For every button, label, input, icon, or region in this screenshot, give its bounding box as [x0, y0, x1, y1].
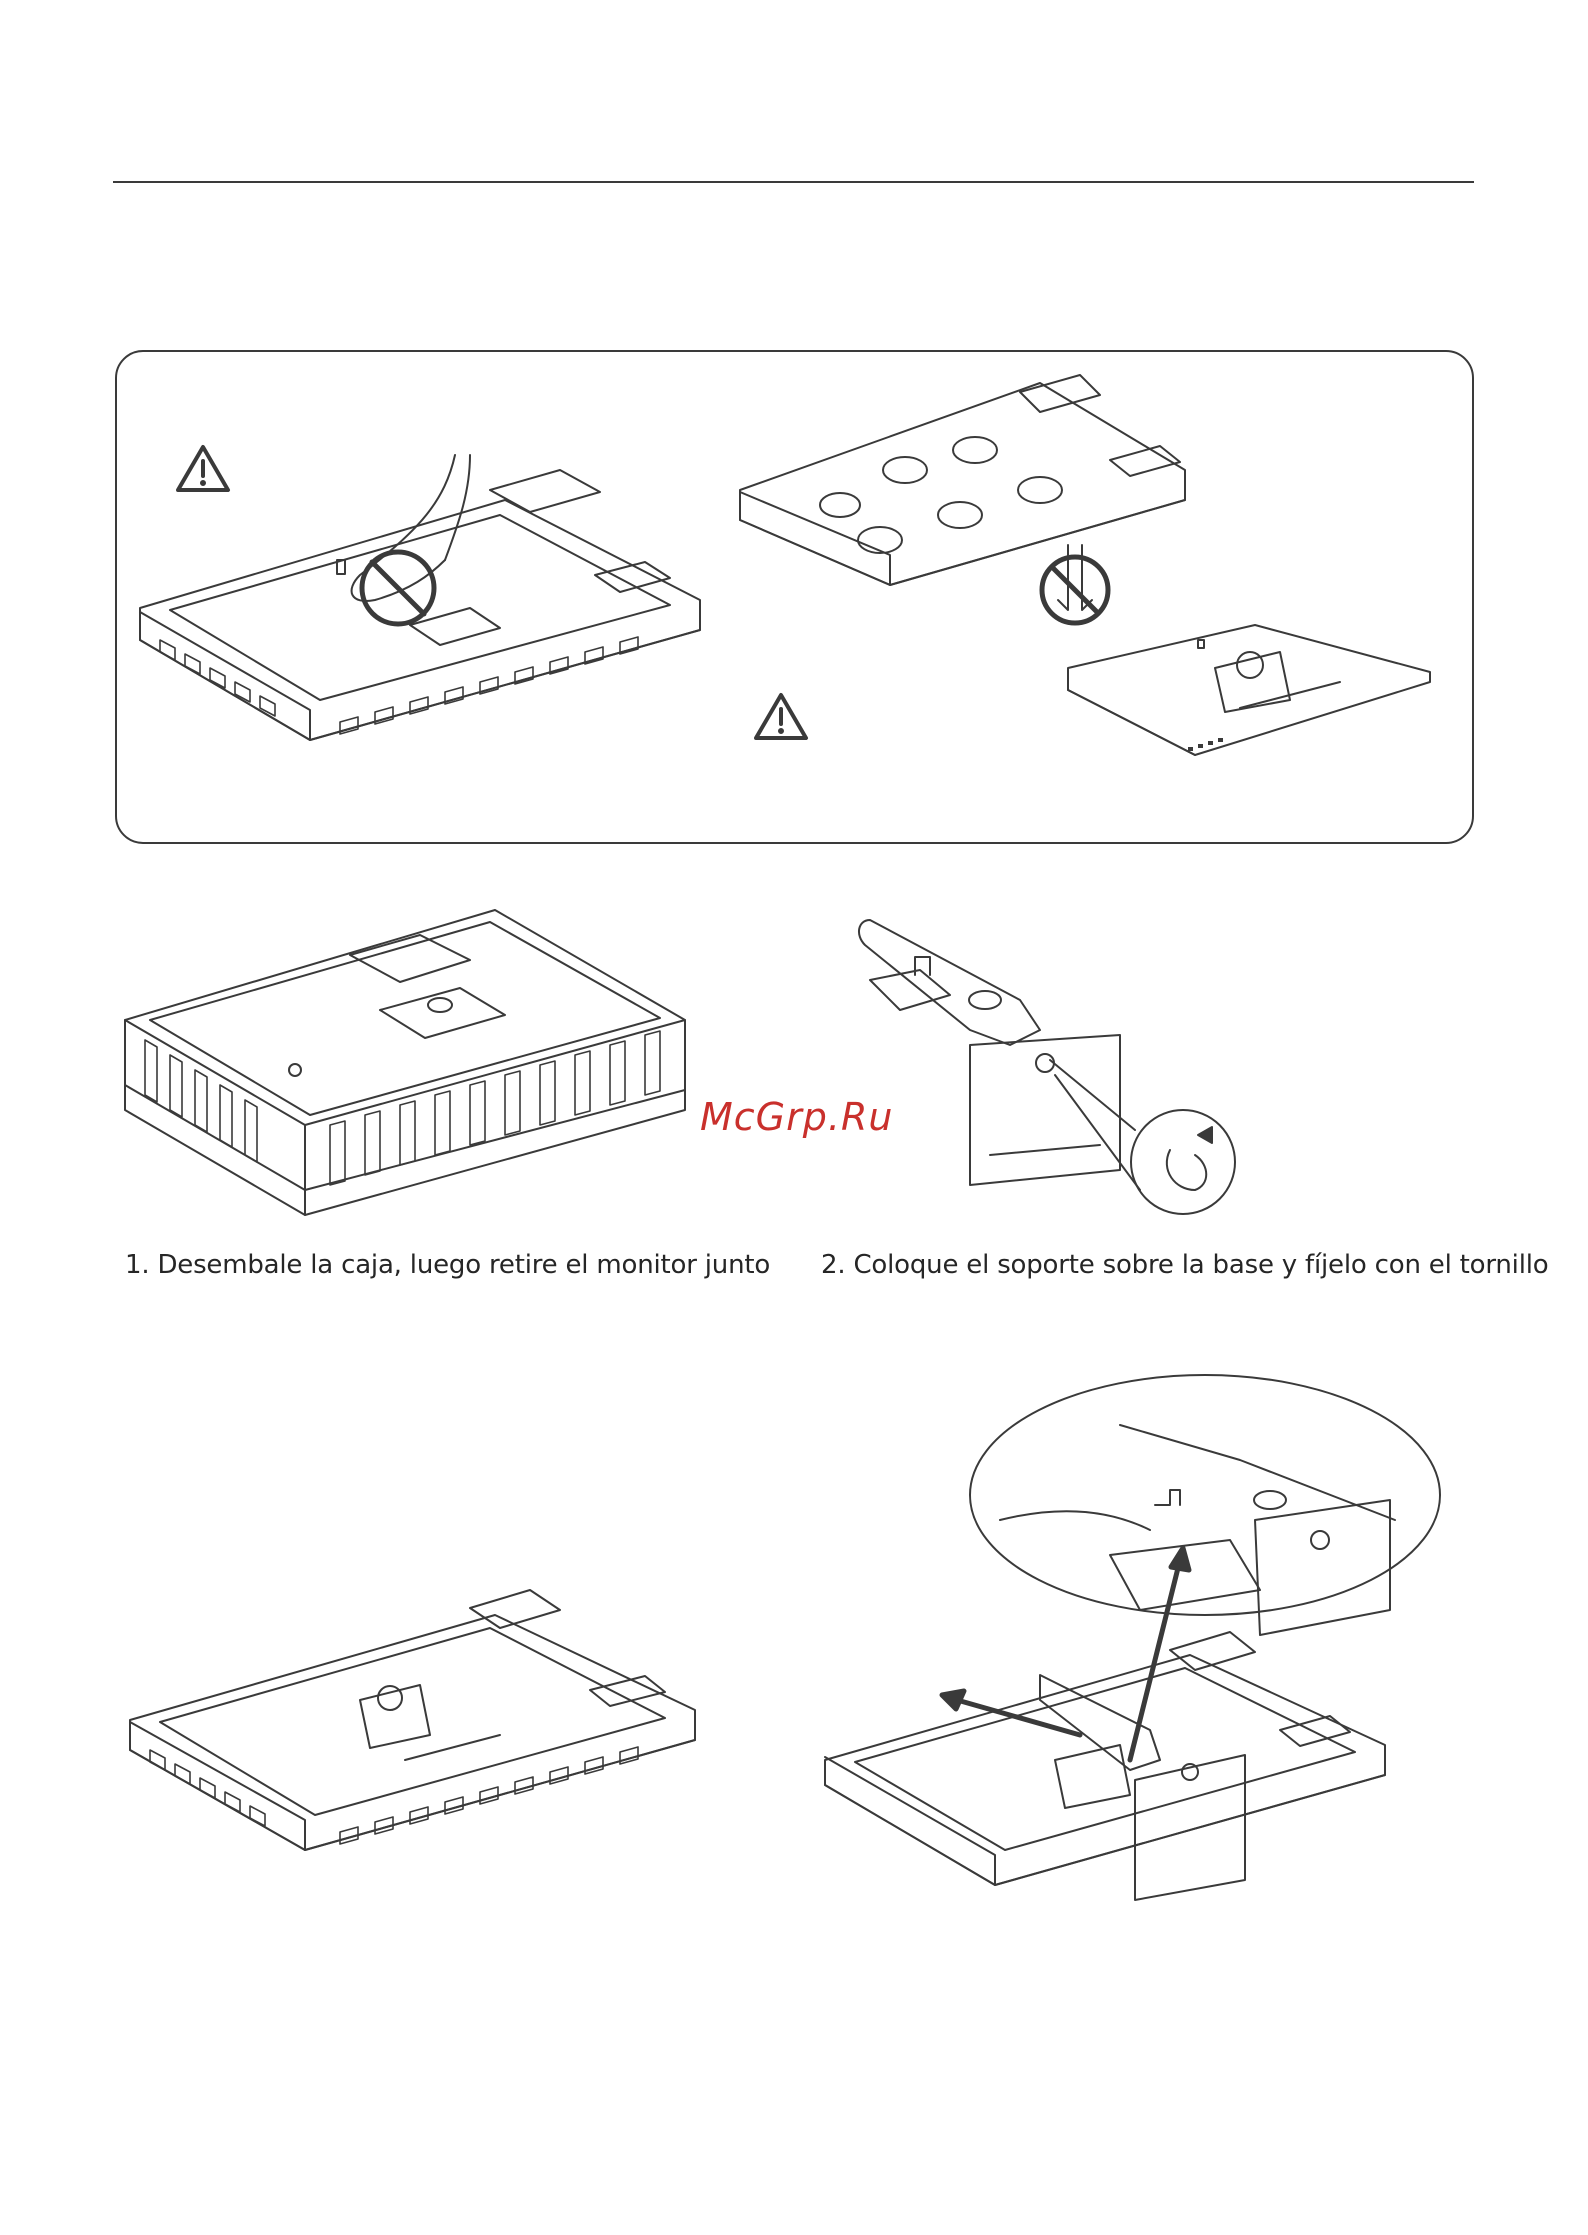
arrow-icon: [942, 1548, 1189, 1760]
monitor-in-foam-tray: [140, 455, 700, 740]
step-1-caption: 1. Desembale la caja, luego retire el mo…: [125, 1250, 770, 1280]
no-touch-icon: [362, 552, 434, 624]
no-drop-icon: [1042, 545, 1108, 623]
monitor-back: [1068, 625, 1430, 755]
closed-foam-box: [125, 910, 685, 1215]
stand-and-base: [859, 920, 1235, 1214]
attach-stand-detail: [970, 1375, 1440, 1635]
foam-lid: [740, 375, 1185, 585]
warning-triangle-icon: [178, 447, 228, 490]
monitor-tray-stand: [825, 1632, 1385, 1900]
monitor-tray-mount: [130, 1590, 695, 1850]
watermark: McGrp.Ru: [700, 1095, 893, 1139]
warning-triangle-icon: [756, 695, 806, 738]
step-2-caption: 2. Coloque el soporte sobre la base y fí…: [821, 1250, 1548, 1280]
